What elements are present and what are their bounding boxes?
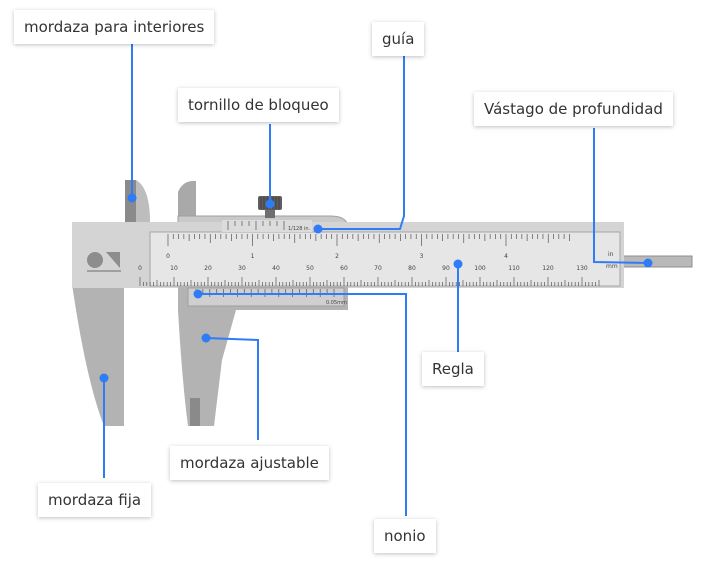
label-inner-jaws: mordaza para interiores	[14, 10, 215, 44]
ruler-face	[149, 231, 621, 287]
mm-scale-number: 50	[306, 265, 314, 272]
movable-inner-jaw	[178, 180, 196, 224]
inch-scale-number: 2	[335, 253, 339, 260]
mm-scale-number: 70	[374, 265, 382, 272]
dot-ruler	[453, 259, 463, 269]
mm-scale-number: 110	[508, 265, 520, 272]
mm-scale-numbers: 0 10 20 30 40 50 60 70 80 90 100 110 120 130	[138, 265, 588, 272]
vernier-inch-window	[222, 220, 312, 232]
connector-adjustable-jaw	[205, 337, 259, 440]
inch-scale-number: 4	[504, 253, 508, 260]
mm-scale-number: 90	[442, 265, 450, 272]
depth-rod	[617, 255, 693, 268]
mm-scale-number: 100	[474, 265, 486, 272]
inch-scale-numbers: 0 1 2 3 4	[166, 253, 508, 260]
inch-scale-number: 0	[166, 253, 170, 260]
adjustable-jaw	[178, 286, 348, 426]
label-adjustable-jaw: mordaza ajustable	[170, 446, 329, 480]
adjustable-jaw-tip	[190, 398, 200, 426]
vernier-inch-ticks	[227, 221, 285, 230]
label-guide: guía	[372, 22, 425, 56]
inch-scale-number: 1	[251, 253, 255, 260]
locking-screw-stem	[265, 208, 275, 218]
mm-scale-number: 130	[576, 265, 588, 272]
mm-scale-number: 20	[204, 265, 212, 272]
label-ruler: Regla	[422, 352, 484, 386]
label-locking-screw: tornillo de bloqueo	[178, 88, 339, 122]
connector-lines	[103, 42, 649, 516]
mm-scale-number: 60	[340, 265, 348, 272]
vernier-inch-text: 1/128 in.	[288, 226, 311, 232]
dot-vernier	[193, 289, 203, 299]
inch-unit: in	[608, 251, 614, 258]
dot-fixed-jaw	[99, 373, 109, 383]
mm-scale-number: 120	[542, 265, 554, 272]
dot-adjustable-jaw	[201, 333, 211, 343]
mm-unit: mm	[606, 263, 618, 270]
mm-scale-ticks	[139, 277, 600, 286]
dot-locking-screw	[265, 199, 275, 209]
vernier-mm-plate	[187, 287, 345, 307]
connector-guide	[318, 52, 405, 230]
connector-dots	[99, 193, 653, 383]
mm-scale-number: 10	[170, 265, 178, 272]
inch-scale-number: 3	[420, 253, 424, 260]
dot-inner-jaws	[127, 193, 137, 203]
dot-depth-rod	[643, 258, 653, 268]
mm-scale-number: 40	[272, 265, 280, 272]
mm-scale-number: 30	[238, 265, 246, 272]
connector-vernier	[198, 293, 407, 516]
connector-depth-rod	[593, 128, 649, 264]
mm-scale-number: 80	[408, 265, 416, 272]
mm-scale-number: 0	[138, 265, 142, 272]
inch-scale-ticks	[167, 234, 570, 246]
label-depth-rod: Vástago de profundidad	[474, 92, 673, 126]
label-fixed-jaw: mordaza fija	[38, 483, 152, 517]
label-vernier: nonio	[374, 519, 436, 553]
fixed-inner-jaw-body	[136, 180, 150, 222]
dot-guide	[313, 224, 323, 234]
logo-icon	[87, 252, 121, 272]
vernier-mm-text: 0.05mm	[326, 300, 347, 306]
